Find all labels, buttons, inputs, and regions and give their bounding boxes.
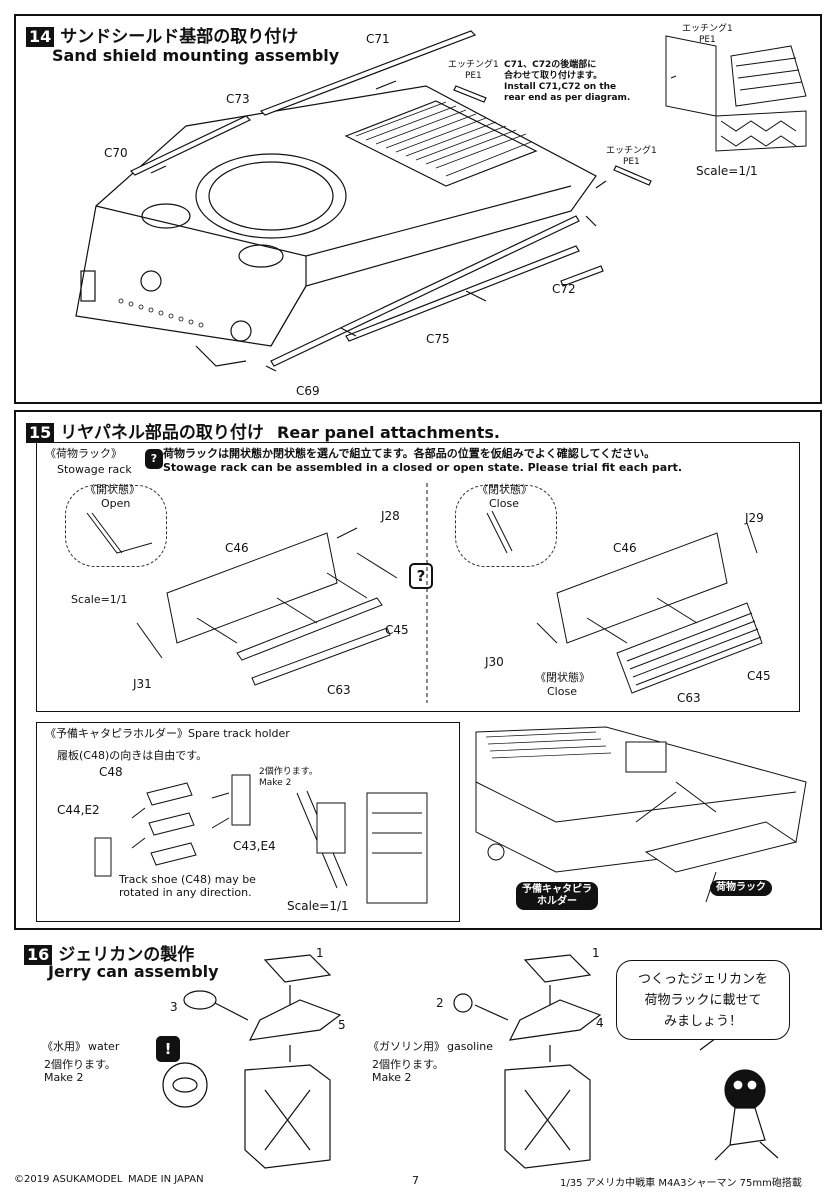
- part-j29-label: J29: [745, 511, 764, 525]
- part-c45-label-a: C45: [385, 623, 409, 637]
- close-detail-circle: [455, 485, 557, 567]
- close-jp: 《閉状態》: [477, 483, 532, 496]
- open-en: Open: [101, 497, 131, 510]
- footer-made: MADE IN JAPAN: [128, 1174, 204, 1185]
- track-scale: Scale=1/1: [287, 899, 349, 913]
- stowage-note-en: Stowage rack can be assembled in a close…: [163, 461, 683, 474]
- water-make2: 2個作ります。Make 2: [44, 1058, 116, 1084]
- exclamation-icon: !: [156, 1036, 180, 1062]
- stowage-rack-panel: 《荷物ラック》 Stowage rack ? 荷物ラックは開状態か閉状態を選んで…: [36, 442, 800, 712]
- part-c46-label-a: C46: [225, 541, 249, 555]
- part-c63-label-b: C63: [677, 691, 701, 705]
- step16-title-en: Jerry can assembly: [48, 962, 219, 981]
- rear-hull-drawing: [475, 726, 807, 903]
- part-c75-label: C75: [426, 332, 450, 346]
- part-j28-label: J28: [381, 509, 400, 523]
- part-j31-label: J31: [133, 677, 152, 691]
- open-jp: 《開状態》: [85, 483, 140, 496]
- tip-callout: つくったジェリカンを 荷物ラックに載せて みましょう！: [616, 960, 790, 1040]
- step16-number: 16: [24, 945, 53, 965]
- footer-page-number: 7: [412, 1174, 419, 1187]
- hull-drawing: [75, 30, 807, 372]
- step14-scale: Scale=1/1: [696, 164, 758, 178]
- footer-product: 1/35 アメリカ中戦車 M4A3シャーマン 75mm砲搭載: [560, 1178, 802, 1189]
- step14-title-en: Sand shield mounting assembly: [52, 46, 340, 65]
- part-c69-label: C69: [296, 384, 320, 398]
- step15-number: 15: [26, 423, 55, 443]
- part-c43-label: C43,E4: [233, 839, 276, 853]
- stowage-note-jp: 荷物ラックは開状態か閉状態を選んで組立てます。各部品の位置を仮組みでよく確認して…: [163, 447, 656, 460]
- stowage-scale: Scale=1/1: [71, 593, 128, 606]
- gasoline-label: 《ガソリン用》gasoline: [368, 1040, 494, 1053]
- stowage-title-jp: 《荷物ラック》: [45, 447, 122, 460]
- part-c46-label-b: C46: [613, 541, 637, 555]
- step14-number: 14: [26, 27, 55, 47]
- question-mark-icon: ?: [409, 563, 433, 589]
- close2-en: Close: [547, 685, 577, 698]
- close2-jp: 《閉状態》: [535, 671, 590, 684]
- part-2-label: 2: [436, 996, 444, 1010]
- stowage-title-en: Stowage rack: [57, 463, 132, 476]
- track-holder-drawing: [94, 774, 428, 904]
- stowage-rack-drawing: [86, 483, 763, 703]
- part-1-label-a: 1: [316, 946, 324, 960]
- part-1-label-b: 1: [592, 946, 600, 960]
- track-note-jp: 履板(C48)の向きは自由です。: [57, 749, 208, 762]
- part-c73-label: C73: [226, 92, 250, 106]
- part-c48-label: C48: [99, 765, 123, 779]
- part-5-label: 5: [338, 1018, 346, 1032]
- step15-title-jp: リヤパネル部品の取り付け: [60, 423, 264, 443]
- step14-title-jp: サンドシールド基部の取り付け: [60, 27, 299, 47]
- step15-title-en: Rear panel attachments.: [277, 423, 500, 442]
- part-3-label: 3: [170, 1000, 178, 1014]
- part-4-label: 4: [596, 1016, 604, 1030]
- step16-title-jp: ジェリカンの製作: [58, 945, 195, 965]
- spare-track-panel: 《予備キャタピラホルダー》Spare track holder 履板(C48)の…: [36, 722, 460, 922]
- part-c63-label-a: C63: [327, 683, 351, 697]
- part-c45-label-b: C45: [747, 669, 771, 683]
- part-c71-label: C71: [366, 32, 390, 46]
- part-c44-label: C44,E2: [57, 803, 100, 817]
- part-c70-label: C70: [104, 146, 128, 160]
- track-title: 《予備キャタピラホルダー》Spare track holder: [45, 727, 290, 740]
- track-make2: 2個作ります。Make 2: [259, 767, 318, 788]
- footer-copyright: ©2019 ASUKAMODEL: [14, 1174, 123, 1185]
- stowage-rack-badge: 荷物ラック: [710, 880, 772, 896]
- close-en: Close: [489, 497, 519, 510]
- question-icon: ?: [145, 449, 163, 469]
- gasoline-make2: 2個作ります。Make 2: [372, 1058, 444, 1084]
- open-detail-circle: [65, 485, 167, 567]
- part-c72-label: C72: [552, 282, 576, 296]
- spare-track-holder-badge: 予備キャタピラ ホルダー: [516, 882, 598, 910]
- water-label: 《水用》water: [42, 1040, 120, 1053]
- part-j30-label: J30: [485, 655, 504, 669]
- step14-note: C71、C72の後端部に 合わせて取り付けます。 Install C71,C72…: [504, 60, 631, 103]
